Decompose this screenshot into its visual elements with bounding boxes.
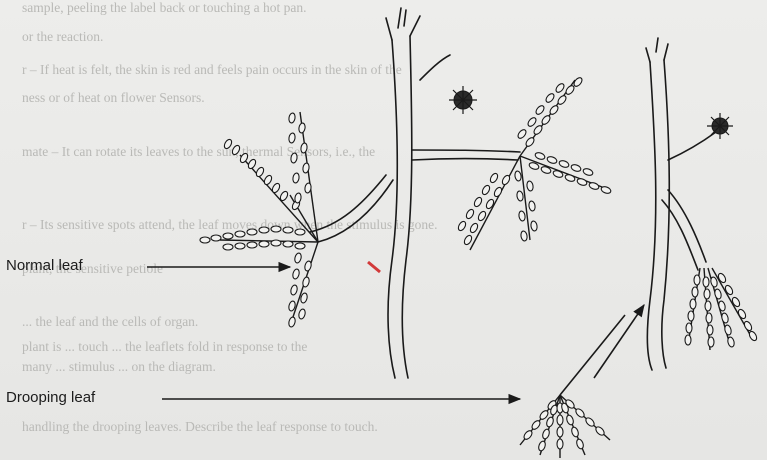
normal-leaf-label: Normal leaf: [6, 257, 83, 274]
leaflet-row: [516, 76, 583, 148]
normal-leaf: [200, 112, 318, 328]
left-branch-lower: [318, 180, 393, 242]
leaflet-row: [522, 398, 605, 451]
right-drooping-leaf: [685, 268, 758, 350]
drooping-leaf: [520, 315, 625, 458]
right-stem-tip: [646, 38, 668, 62]
left-branch-upper: [412, 150, 520, 152]
flower-bud: [449, 86, 477, 114]
right-plant-arrow: [594, 305, 644, 378]
left-plant: [310, 8, 520, 378]
left-main-stem: [388, 40, 397, 378]
leaflet-row: [288, 252, 312, 327]
right-main-stem: [647, 62, 655, 370]
leaflet-row: [457, 172, 511, 246]
leaflet-row: [528, 151, 611, 194]
right-plant: [646, 38, 716, 370]
drooping-leaf-label: Drooping leaf: [6, 389, 95, 406]
leaflet-row: [223, 138, 301, 211]
left-stem-tip: [386, 8, 420, 40]
leaflet-row: [200, 226, 305, 250]
leaflet-row: [288, 113, 312, 204]
touch-point-mark: [368, 262, 380, 272]
upper-leaf: [457, 76, 612, 250]
left-main-stem-right-edge: [402, 36, 411, 378]
